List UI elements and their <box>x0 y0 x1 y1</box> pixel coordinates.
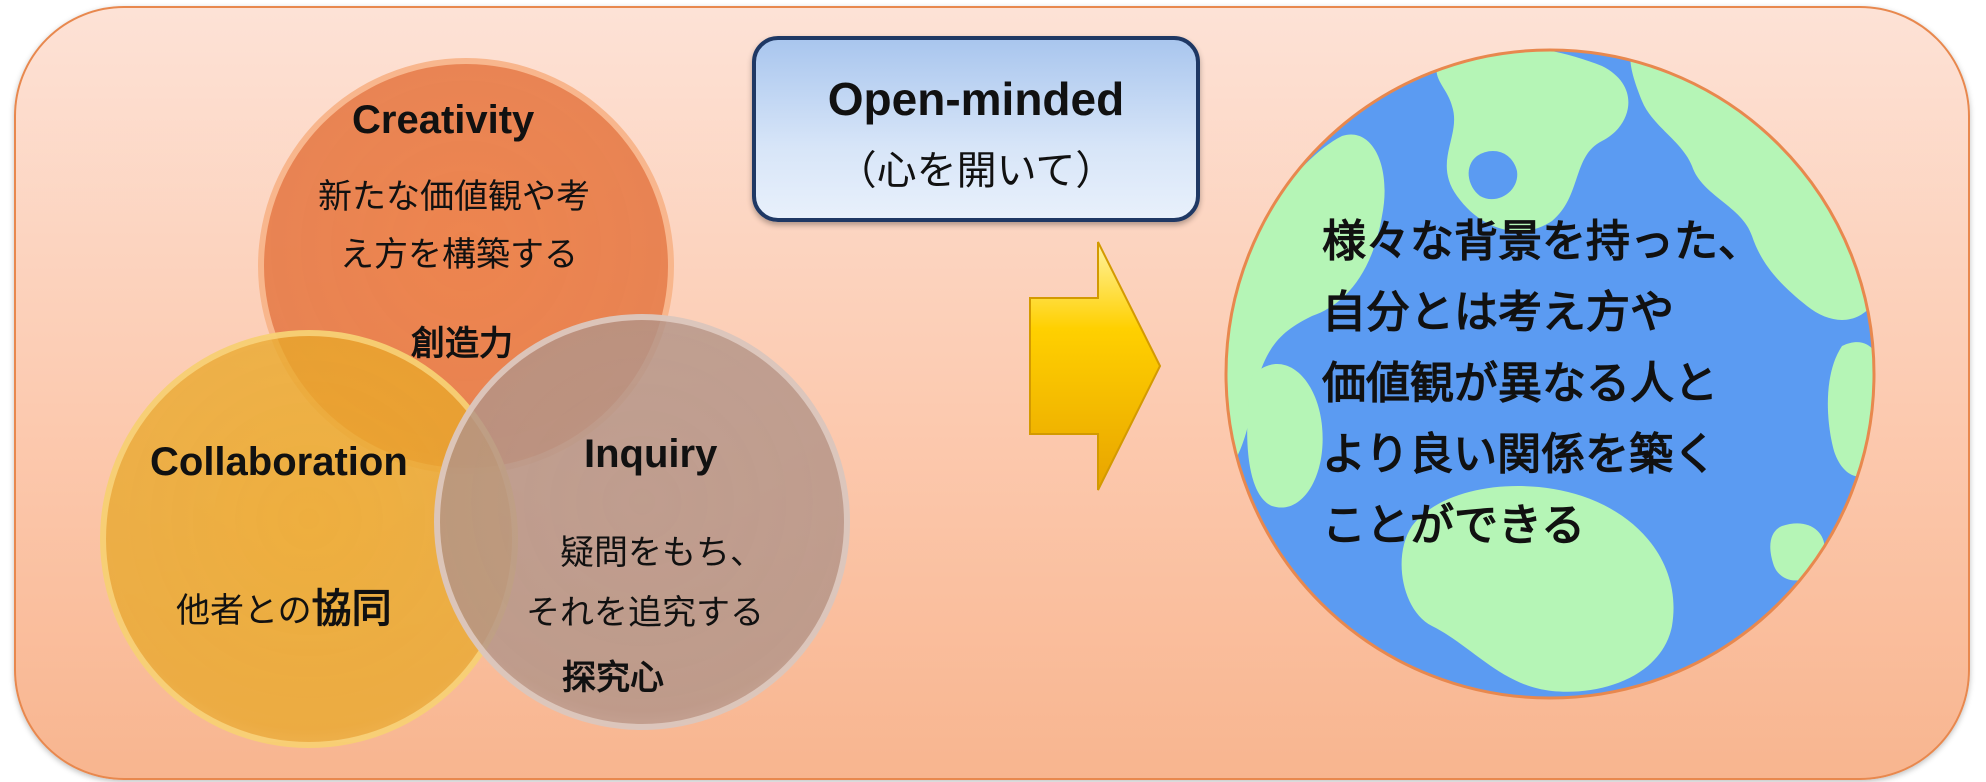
inquiry-title: Inquiry <box>584 432 718 476</box>
inquiry-keyword: 探究心 <box>562 658 664 698</box>
open-minded-box: Open-minded （心を開いて） <box>752 36 1200 222</box>
creativity-keyword: 創造力 <box>411 324 513 364</box>
globe-text: 様々な背景を持った、 自分とは考え方や 価値観が異なる人と より良い関係を築く … <box>1322 206 1842 561</box>
globe-line-1: 様々な背景を持った、 <box>1322 216 1762 267</box>
creativity-line1: 新たな価値観や考 <box>318 177 590 217</box>
creativity-line2: え方を構築する <box>340 235 578 275</box>
inquiry-circle <box>434 314 850 730</box>
globe-line-3: 価値観が異なる人と <box>1322 358 1718 409</box>
inquiry-line2: それを追究する <box>526 593 764 633</box>
open-minded-title: Open-minded <box>827 73 1125 125</box>
collaboration-prefix: 他者との <box>176 591 312 631</box>
collaboration-text: 他者との協同 <box>176 576 392 634</box>
creativity-title: Creativity <box>352 98 535 142</box>
open-minded-subtitle: （心を開いて） <box>836 148 1116 194</box>
collaboration-title: Collaboration <box>150 440 408 484</box>
globe-icon <box>1224 48 1876 700</box>
globe-line-5: ことができる <box>1322 500 1586 551</box>
collaboration-keyword: 協同 <box>311 586 392 632</box>
globe-line-4: より良い関係を築く <box>1322 429 1718 480</box>
globe-line-2: 自分とは考え方や <box>1322 287 1674 338</box>
inquiry-line1: 疑問をもち、 <box>560 533 764 573</box>
right-arrow-icon <box>1029 241 1162 491</box>
